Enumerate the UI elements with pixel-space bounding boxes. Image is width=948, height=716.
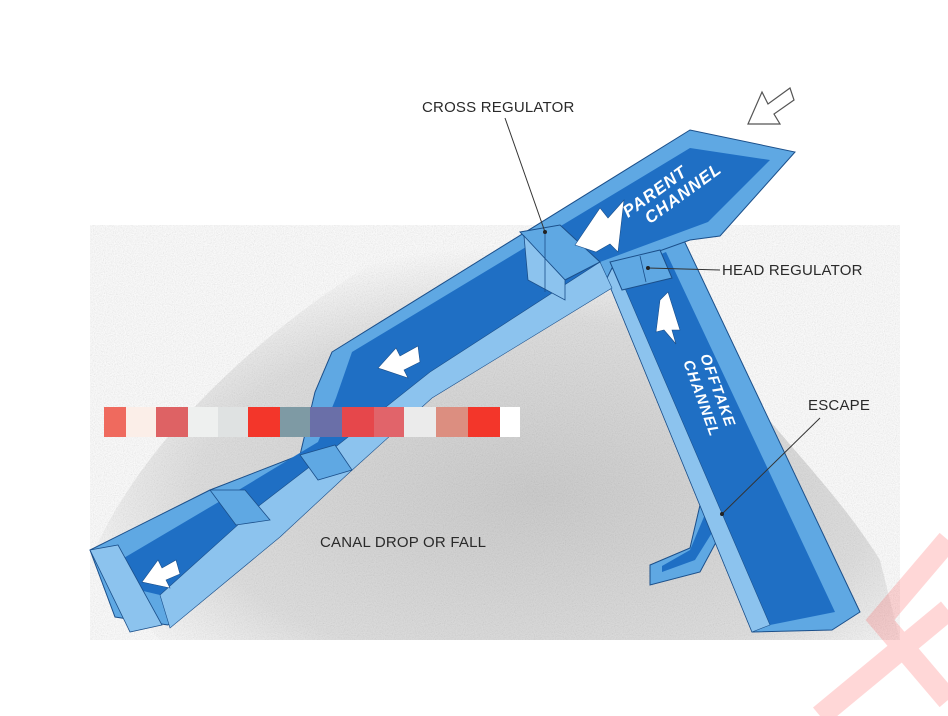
censor-square [218,407,248,437]
inflow-arrow-icon [747,87,795,125]
censor-square [188,407,218,437]
watermark-chevron [812,532,948,716]
censor-square [500,407,520,437]
head-regulator-callout: HEAD REGULATOR [722,262,863,279]
head-regulator-structure [609,249,673,291]
flow-arrow-icon [377,345,421,379]
main-canal [89,129,796,633]
censor-square [342,407,374,437]
canal-drop-callout: CANAL DROP OR FALL [320,534,486,551]
flow-arrow-icon [141,559,181,589]
escape-callout: ESCAPE [808,397,870,414]
leader-dots [543,230,724,516]
censor-square [468,407,500,437]
censor-square [280,407,310,437]
flow-arrow-icon [574,199,625,253]
censor-square [126,407,156,437]
censor-square [436,407,468,437]
censor-strip [104,407,520,437]
flow-arrow-icon [655,291,681,345]
censor-square [248,407,280,437]
cross-regulator-structure [519,224,601,301]
flow-arrows [141,199,681,589]
censor-square [374,407,404,437]
cross-regulator-callout: CROSS REGULATOR [422,99,574,116]
censor-square [404,407,436,437]
offtake-channel [599,231,861,633]
censor-square [310,407,342,437]
leader-lines [504,117,821,515]
censor-square [104,407,126,437]
censor-square [156,407,188,437]
